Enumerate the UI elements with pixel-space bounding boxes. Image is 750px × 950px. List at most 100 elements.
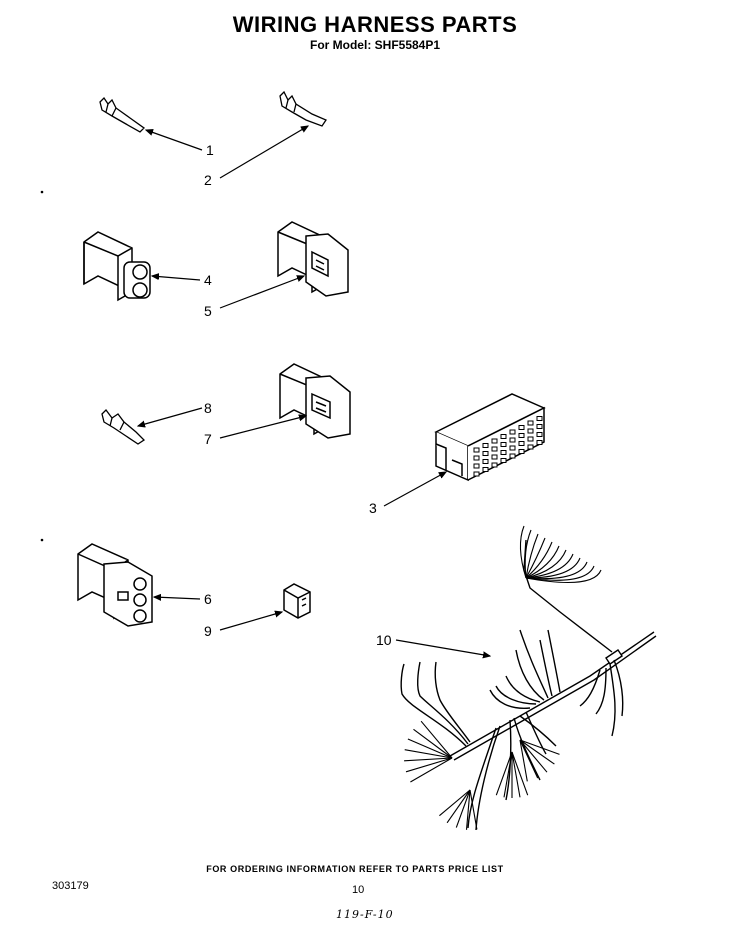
wire-end — [413, 728, 453, 759]
connector-pin — [491, 462, 498, 468]
callout-line-3 — [383, 472, 446, 507]
wire-end — [420, 720, 453, 759]
wire-end — [439, 789, 471, 817]
callout-line-10 — [395, 639, 490, 656]
connector-pin — [491, 446, 498, 452]
wire-end — [525, 561, 588, 580]
ordering-note: FOR ORDERING INFORMATION REFER TO PARTS … — [206, 864, 504, 874]
upper-wire-fan — [519, 525, 602, 584]
wire-end — [410, 757, 453, 783]
callout-line-6 — [154, 597, 201, 599]
wire-end — [519, 739, 548, 773]
part-10-wiring-harness — [400, 525, 657, 831]
connector-pin — [482, 467, 489, 472]
part-4-connector-housing — [83, 231, 151, 302]
connector-pin — [509, 445, 516, 451]
callout-line-5 — [219, 276, 304, 309]
connector-pin — [509, 429, 516, 435]
callout-line-7 — [219, 416, 306, 439]
callout-label-10: 10 — [376, 632, 392, 648]
connector-pin — [518, 433, 525, 438]
wire-end — [519, 739, 528, 782]
part-9-small-connector — [283, 583, 311, 619]
connector-pin — [527, 428, 534, 434]
wire-end — [446, 789, 471, 824]
wire-end — [405, 757, 453, 773]
connector-pin — [536, 440, 543, 445]
part-2-terminal — [279, 90, 327, 127]
page-number: 10 — [352, 884, 365, 896]
connector-pin — [518, 449, 525, 454]
wire-end — [465, 789, 471, 830]
wire-end — [525, 541, 553, 579]
wire-end — [525, 545, 560, 579]
callout-line-2 — [219, 126, 308, 179]
connector-pin — [527, 420, 534, 426]
wire-end — [511, 751, 529, 796]
page-title: WIRING HARNESS PARTS — [232, 12, 518, 37]
callout-line-9 — [219, 612, 282, 631]
part-3-block-connector — [434, 393, 546, 482]
wire-end — [519, 739, 555, 765]
callout-label-4: 4 — [204, 272, 212, 288]
connector-pin — [473, 471, 480, 477]
part-6-connector-housing — [77, 543, 153, 627]
wire-end — [519, 739, 560, 755]
connector-pin — [500, 434, 507, 439]
connector-pin — [491, 454, 498, 460]
wire-end — [495, 751, 513, 796]
connector-pin — [536, 424, 543, 429]
wire-end — [525, 549, 567, 579]
connector-pin — [491, 438, 498, 444]
lower-wire-fans — [404, 720, 560, 830]
connector-pin — [473, 447, 480, 453]
wire-end — [525, 569, 602, 584]
wire-end — [525, 537, 546, 579]
callout-label-5: 5 — [204, 303, 212, 319]
wire-end — [525, 533, 539, 579]
connector-pin — [482, 443, 489, 448]
connector-pin — [509, 437, 516, 443]
connector-pin — [527, 444, 534, 450]
callout-line-4 — [152, 276, 201, 281]
wire-end — [407, 738, 453, 759]
wire-end — [525, 557, 581, 579]
callout-label-2: 2 — [204, 172, 212, 188]
callout-label-3: 3 — [369, 500, 377, 516]
connector-pin — [536, 416, 543, 421]
connector-pin — [518, 441, 525, 446]
part-5-receptacle — [277, 221, 349, 297]
wire-end — [519, 739, 539, 779]
callout-label-8: 8 — [204, 400, 212, 416]
callout-label-6: 6 — [204, 591, 212, 607]
part-1-terminal — [99, 96, 146, 133]
scan-speck — [40, 538, 44, 542]
callout-label-1: 1 — [206, 142, 214, 158]
model-subtitle: For Model: SHF5584P1 — [309, 38, 441, 52]
connector-pin — [473, 463, 480, 469]
wire-end — [404, 749, 453, 759]
connector-pin — [500, 458, 507, 463]
wire-end — [469, 789, 478, 830]
callout-label-9: 9 — [204, 623, 212, 639]
wire-end — [455, 789, 471, 828]
handwritten-code: 119-F-10 — [336, 908, 394, 921]
connector-pin — [482, 459, 489, 464]
wire-end — [519, 525, 527, 579]
connector-pin — [482, 451, 489, 456]
connector-pin — [536, 432, 543, 437]
callout-line-1 — [146, 130, 203, 151]
wire-end — [524, 529, 532, 579]
connector-pin — [509, 453, 516, 459]
wire-end — [511, 751, 521, 798]
connector-pin — [473, 455, 480, 461]
part-7-receptacle — [279, 363, 351, 439]
part-8-terminal — [101, 409, 146, 445]
wire-end — [525, 553, 574, 579]
connector-pin — [527, 436, 534, 442]
callout-line-8 — [138, 407, 203, 426]
scan-speck — [40, 190, 44, 194]
wire-end — [404, 757, 453, 762]
connector-pin — [500, 442, 507, 447]
